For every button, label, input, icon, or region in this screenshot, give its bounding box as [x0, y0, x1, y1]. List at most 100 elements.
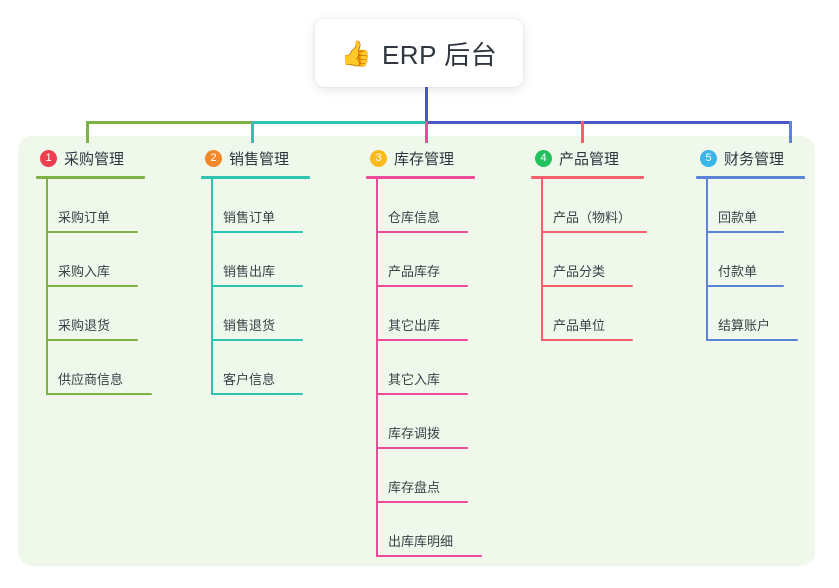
module-spine: [376, 179, 378, 557]
drop-purchase: [86, 121, 89, 143]
module-column-3: 3 库存管理仓库信息产品库存其它出库其它入库库存调拨库存盘点出库库明细: [366, 146, 516, 557]
module-header-rule: [201, 176, 310, 179]
module-title: 销售管理: [229, 150, 290, 168]
module-item[interactable]: 采购订单: [36, 179, 186, 233]
segment-teal: [251, 121, 426, 124]
module-item-label: 采购订单: [58, 210, 111, 225]
module-item[interactable]: 产品（物料）: [531, 179, 681, 233]
module-item-list: 回款单付款单结算账户: [696, 179, 816, 341]
module-item-label: 仓库信息: [388, 210, 441, 225]
module-item[interactable]: 仓库信息: [366, 179, 516, 233]
module-item-label: 产品分类: [553, 264, 606, 279]
module-item-label: 出库库明细: [388, 534, 454, 549]
module-item-rule: [376, 393, 468, 395]
modules-panel: [18, 136, 815, 566]
module-badge-icon: 2: [205, 149, 222, 167]
module-item-rule: [211, 285, 303, 287]
module-item[interactable]: 其它出库: [366, 287, 516, 341]
module-item-label: 销售订单: [223, 210, 276, 225]
drop-finance: [789, 121, 792, 143]
module-item[interactable]: 付款单: [696, 233, 816, 287]
drop-product: [581, 121, 584, 143]
module-title: 产品管理: [559, 150, 620, 168]
module-item-label: 结算账户: [718, 318, 771, 333]
segment-green: [86, 121, 252, 124]
module-item-rule: [541, 339, 633, 341]
module-item-rule: [541, 231, 647, 233]
module-item[interactable]: 产品单位: [531, 287, 681, 341]
module-header-2[interactable]: 2 销售管理: [201, 146, 351, 170]
module-item-label: 其它出库: [388, 318, 441, 333]
module-item[interactable]: 库存盘点: [366, 449, 516, 503]
module-column-1: 1 采购管理采购订单采购入库采购退货供应商信息: [36, 146, 186, 395]
module-item[interactable]: 出库库明细: [366, 503, 516, 557]
module-header-5[interactable]: 5 财务管理: [696, 146, 816, 170]
module-item-label: 库存调拨: [388, 426, 441, 441]
module-item-rule: [541, 285, 633, 287]
module-item-label: 其它入库: [388, 372, 441, 387]
module-badge-icon: 5: [700, 149, 717, 167]
root-title: ERP 后台: [381, 39, 498, 70]
module-column-2: 2 销售管理销售订单销售出库销售退货客户信息: [201, 146, 351, 395]
module-item[interactable]: 客户信息: [201, 341, 351, 395]
module-badge-icon: 3: [370, 149, 387, 167]
module-header-1[interactable]: 1 采购管理: [36, 146, 186, 170]
module-item-rule: [706, 339, 798, 341]
module-item[interactable]: 采购退货: [36, 287, 186, 341]
module-item[interactable]: 产品库存: [366, 233, 516, 287]
module-item[interactable]: 销售出库: [201, 233, 351, 287]
module-item[interactable]: 采购入库: [36, 233, 186, 287]
module-item[interactable]: 回款单: [696, 179, 816, 233]
module-item-rule: [376, 555, 482, 557]
module-item[interactable]: 销售订单: [201, 179, 351, 233]
drop-sales: [251, 121, 254, 143]
module-item-label: 销售退货: [223, 318, 276, 333]
module-item-label: 付款单: [718, 264, 758, 279]
module-item-rule: [376, 501, 468, 503]
module-item-rule: [211, 393, 303, 395]
drop-inventory: [425, 121, 428, 143]
module-title: 采购管理: [64, 150, 125, 168]
module-item-rule: [376, 285, 468, 287]
module-title: 财务管理: [724, 150, 785, 168]
module-header-rule: [36, 176, 145, 179]
module-item[interactable]: 产品分类: [531, 233, 681, 287]
module-spine: [706, 179, 708, 341]
module-item-rule: [706, 285, 784, 287]
module-item-rule: [211, 339, 303, 341]
module-item-label: 产品库存: [388, 264, 441, 279]
module-item-label: 产品单位: [553, 318, 606, 333]
segment-blue: [425, 121, 790, 124]
module-item[interactable]: 库存调拨: [366, 395, 516, 449]
module-header-3[interactable]: 3 库存管理: [366, 146, 516, 170]
root-node-card[interactable]: 👍 ERP 后台: [315, 19, 523, 87]
module-badge-icon: 1: [40, 149, 57, 167]
module-item-label: 采购入库: [58, 264, 111, 279]
module-item[interactable]: 其它入库: [366, 341, 516, 395]
module-item-list: 产品（物料） 产品分类产品单位: [531, 179, 681, 341]
module-item-rule: [46, 231, 138, 233]
root-stem: [425, 87, 428, 124]
module-item-list: 采购订单采购入库采购退货供应商信息: [36, 179, 186, 395]
module-spine: [541, 179, 543, 341]
module-item-label: 客户信息: [223, 372, 276, 387]
module-item[interactable]: 结算账户: [696, 287, 816, 341]
module-item-label: 采购退货: [58, 318, 111, 333]
module-spine: [46, 179, 48, 395]
module-item-rule: [706, 231, 784, 233]
module-column-5: 5 财务管理回款单付款单结算账户: [696, 146, 816, 341]
module-header-rule: [696, 176, 805, 179]
module-item-rule: [376, 231, 468, 233]
module-title: 库存管理: [394, 150, 455, 168]
module-item-rule: [376, 447, 468, 449]
module-item-rule: [46, 393, 152, 395]
module-item-label: 回款单: [718, 210, 758, 225]
module-spine: [211, 179, 213, 395]
module-item[interactable]: 销售退货: [201, 287, 351, 341]
module-header-rule: [531, 176, 644, 179]
module-item[interactable]: 供应商信息: [36, 341, 186, 395]
module-item-label: 库存盘点: [388, 480, 441, 495]
module-item-rule: [376, 339, 468, 341]
